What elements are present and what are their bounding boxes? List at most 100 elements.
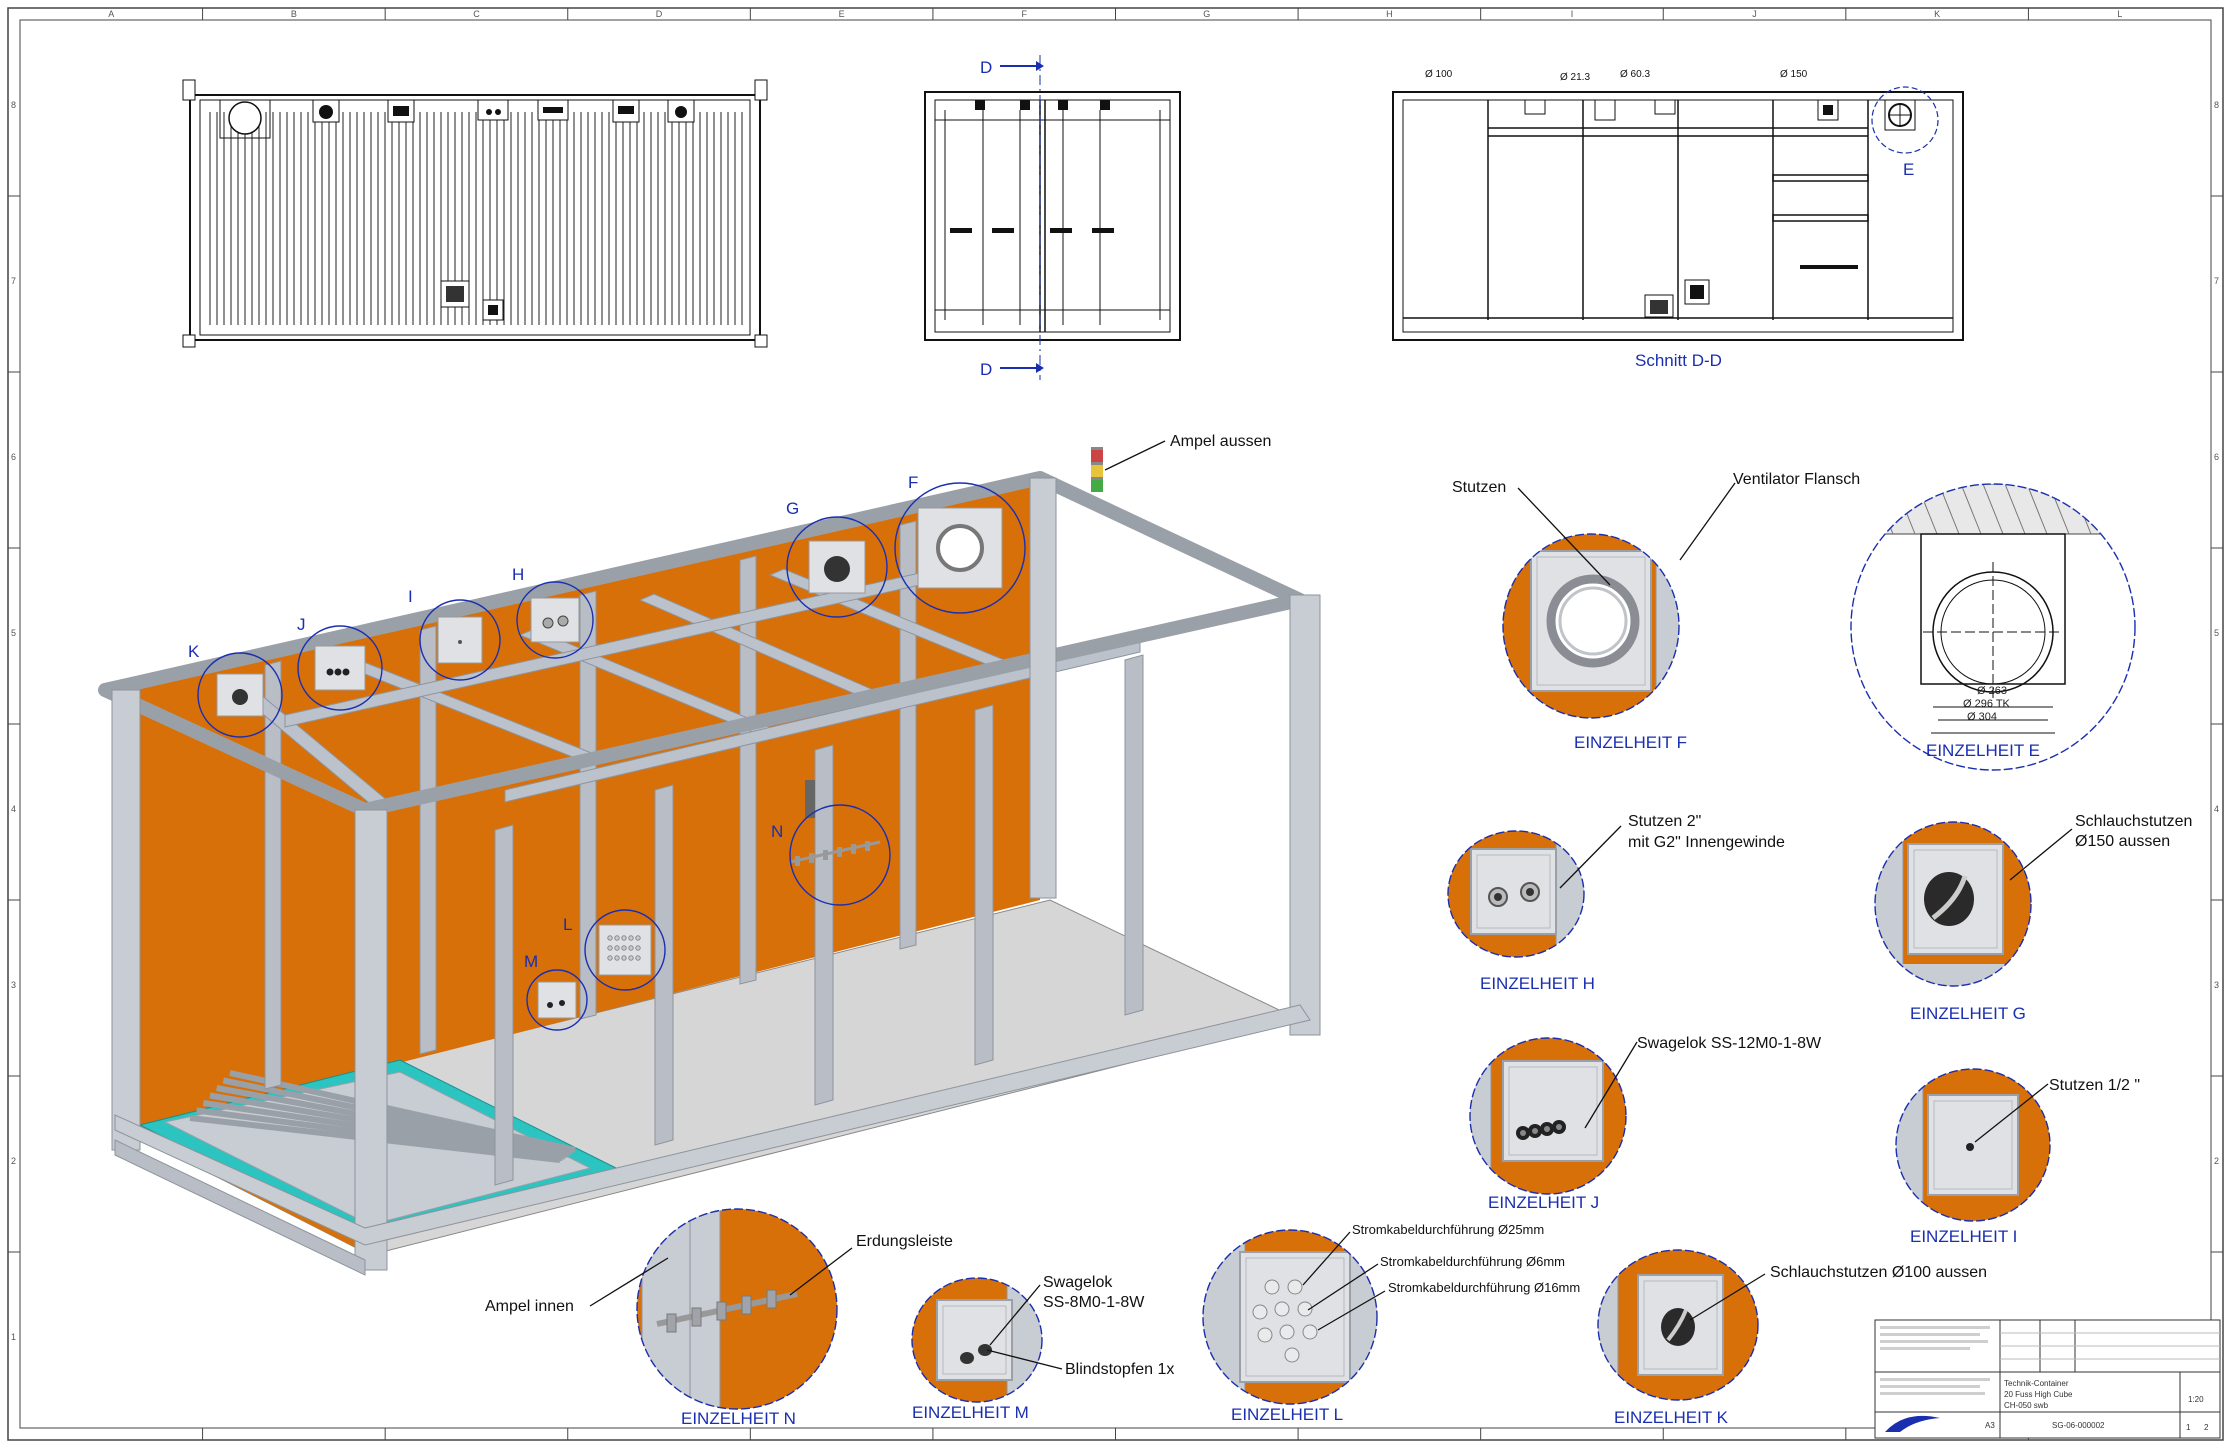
title-drawing-no: SG-06-000002 (2052, 1421, 2105, 1430)
company-logo (1885, 1415, 1940, 1432)
row-marker-5: 5 (11, 628, 16, 638)
title-sheet: 1 (2186, 1423, 2191, 1432)
callout-g2-innengewinde: mit G2" Innengewinde (1628, 834, 1785, 851)
detail-circles (197, 482, 1026, 1031)
title-line-2: 20 Fuss High Cube (2004, 1390, 2073, 1399)
callout-stutzen-1-2: Stutzen 1/2 " (2049, 1077, 2140, 1094)
dim-150: Ø 150 (1780, 69, 1808, 80)
column-marker-D: D (656, 9, 663, 19)
callout-schlauchstutzen-100: Schlauchstutzen Ø100 aussen (1770, 1264, 1987, 1281)
column-marker-C: C (473, 9, 480, 19)
title-line-3: CH-050 swb (2004, 1401, 2049, 1410)
detail-title-e: EINZELHEIT E (1926, 741, 2040, 760)
column-marker-K: K (1934, 9, 1940, 19)
iso-letter-j: J (297, 615, 306, 634)
column-marker-G: G (1203, 9, 1210, 19)
callout-ventilator-flansch: Ventilator Flansch (1733, 471, 1860, 488)
detail-title-i: EINZELHEIT I (1910, 1227, 2017, 1246)
row-marker-right-4: 4 (2214, 804, 2219, 814)
callout-kabel-25mm: Stromkabeldurchführung Ø25mm (1352, 1222, 1544, 1237)
detail-title-k: EINZELHEIT K (1614, 1408, 1729, 1427)
detail-e-dim-0: Ø 263 (1977, 685, 2007, 697)
iso-letter-m: M (524, 952, 538, 971)
title-scale: 1:20 (2188, 1395, 2204, 1404)
detail-f: EINZELHEIT F Stutzen Ventilator Flansch (1452, 471, 1860, 752)
row-marker-4: 4 (11, 804, 16, 814)
detail-e-dim-2: Ø 304 (1967, 711, 1997, 723)
iso-letter-h: H (512, 565, 524, 584)
callout-ss-8m0: SS-8M0-1-8W (1043, 1294, 1145, 1311)
ampel-innen-label: Ampel innen (485, 1298, 574, 1315)
column-marker-B: B (291, 9, 297, 19)
detail-title-h: EINZELHEIT H (1480, 974, 1595, 993)
row-marker-right-8: 8 (2214, 100, 2219, 110)
dim-100: Ø 100 (1425, 69, 1453, 80)
detail-title-l: EINZELHEIT L (1231, 1405, 1343, 1424)
row-marker-right-7: 7 (2214, 276, 2219, 286)
row-marker-right-5: 5 (2214, 628, 2219, 638)
detail-e-marker: E (1903, 160, 1914, 179)
callout-kabel-16mm: Stromkabeldurchführung Ø16mm (1388, 1280, 1580, 1295)
callout-erdungsleiste: Erdungsleiste (856, 1233, 953, 1250)
detail-n: EINZELHEIT N Erdungsleiste (636, 1208, 953, 1428)
side-elevation-view (182, 79, 768, 348)
detail-title-n: EINZELHEIT N (681, 1409, 796, 1428)
title-format: A3 (1985, 1421, 1995, 1430)
detail-i: EINZELHEIT I Stutzen 1/2 " (1895, 1068, 2140, 1246)
row-marker-7: 7 (11, 276, 16, 286)
iso-letter-n: N (771, 822, 783, 841)
callout-stutzen-2: Stutzen 2" (1628, 813, 1701, 830)
door-end-view: D D (924, 55, 1181, 380)
column-marker-H: H (1386, 9, 1393, 19)
column-marker-L: L (2117, 9, 2122, 19)
iso-letter-l: L (563, 915, 572, 934)
row-marker-1: 1 (11, 1332, 16, 1342)
column-marker-F: F (1021, 9, 1027, 19)
callout-150-aussen: Ø150 aussen (2075, 833, 2170, 850)
detail-title-f: EINZELHEIT F (1574, 733, 1687, 752)
callout-kabel-6mm: Stromkabeldurchführung Ø6mm (1380, 1254, 1565, 1269)
title-line-1: Technik-Container (2004, 1379, 2069, 1388)
detail-e-dim-1: Ø 296 TK (1963, 698, 2011, 710)
section-marker-top: D (980, 58, 992, 77)
dim-60-3: Ø 60.3 (1620, 69, 1650, 80)
row-marker-6: 6 (11, 452, 16, 462)
detail-l: EINZELHEIT L Stromkabeldurchführung Ø25mm… (1202, 1222, 1580, 1424)
section-marker-bottom: D (980, 360, 992, 379)
row-marker-2: 2 (11, 1156, 16, 1166)
ampel-aussen-label: Ampel aussen (1170, 433, 1271, 450)
detail-j: EINZELHEIT J Swagelok SS-12M0-1-8W (1469, 1035, 1822, 1212)
callout-swagelok-12m0: Swagelok SS-12M0-1-8W (1637, 1035, 1822, 1052)
iso-letter-f: F (908, 473, 918, 492)
detail-title-j: EINZELHEIT J (1488, 1193, 1599, 1212)
column-marker-J: J (1752, 9, 1757, 19)
row-marker-3: 3 (11, 980, 16, 990)
column-marker-E: E (839, 9, 845, 19)
section-d-d-view: E Ø 100 Ø 21.3 Ø 60.3 Ø 150 Schnitt D-D (1392, 69, 1964, 370)
detail-title-g: EINZELHEIT G (1910, 1004, 2026, 1023)
row-marker-right-6: 6 (2214, 452, 2219, 462)
row-marker-right-2: 2 (2214, 1156, 2219, 1166)
detail-title-m: EINZELHEIT M (912, 1403, 1029, 1422)
detail-h: EINZELHEIT H Stutzen 2" mit G2" Innengewin… (1447, 813, 1785, 993)
title-sheets: 2 (2204, 1423, 2209, 1432)
section-title: Schnitt D-D (1635, 351, 1722, 370)
callout-schlauchstutzen-150: Schlauchstutzen (2075, 813, 2192, 830)
iso-letter-g: G (786, 499, 799, 518)
callout-swagelok-8m0: Swagelok (1043, 1274, 1113, 1291)
callout-stutzen: Stutzen (1452, 479, 1506, 496)
isometric-container: K J I H G F N L M Ampel aussen (98, 433, 1321, 1276)
row-marker-8: 8 (11, 100, 16, 110)
column-marker-A: A (108, 9, 114, 19)
column-marker-I: I (1571, 9, 1574, 19)
detail-k: EINZELHEIT K Schlauchstutzen Ø100 aussen (1597, 1249, 1987, 1427)
callout-blindstopfen: Blindstopfen 1x (1065, 1361, 1174, 1378)
title-block: Technik-Container 20 Fuss High Cube CH-0… (1874, 1319, 2221, 1439)
iso-letter-i: I (408, 587, 413, 606)
